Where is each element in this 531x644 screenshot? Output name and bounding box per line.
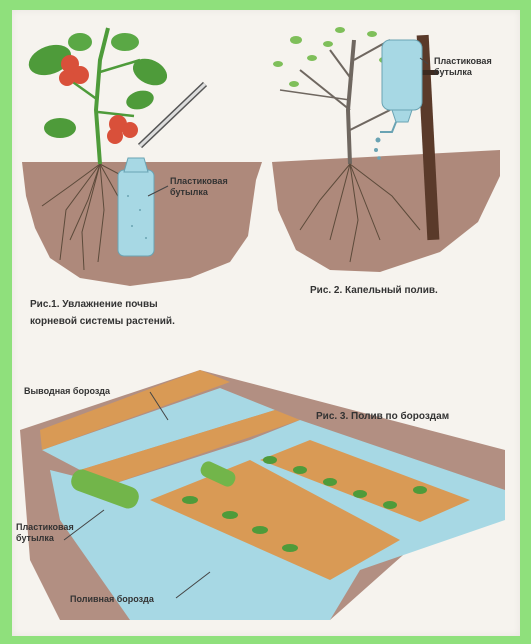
figure2-leaves — [273, 27, 389, 87]
figure2-bottle-label-line2: бутылка — [434, 67, 492, 78]
figure3-bottle-label-line2: бутылка — [16, 533, 74, 544]
tree-icon — [280, 40, 390, 164]
figure1-illustration — [22, 28, 262, 286]
figure1-bottle-label-line2: бутылка — [170, 187, 228, 198]
figure1-bottle-label-line1: Пластиковая — [170, 176, 228, 187]
figure1-caption-line2: корневой системы растений. — [30, 313, 175, 330]
tomato-plant-icon — [25, 28, 172, 164]
figure3-bottle-label: Пластиковая бутылка — [16, 522, 74, 544]
figure1-caption-line1: Рис.1. Увлажнение почвы — [30, 296, 175, 313]
figure1-caption: Рис.1. Увлажнение почвы корневой системы… — [30, 296, 175, 330]
figure2-caption: Рис. 2. Капельный полив. — [310, 282, 438, 299]
figure3-bottle-label-line1: Пластиковая — [16, 522, 74, 533]
plastic-bottle-icon — [380, 40, 422, 132]
figure2-bottle-label: Пластиковая бутылка — [434, 56, 492, 78]
figure3-caption: Рис. 3. Полив по бороздам — [316, 408, 449, 425]
figure2-soil — [272, 150, 500, 272]
irrigation-furrow-label: Поливная борозда — [70, 594, 154, 605]
figure2-bottle-label-line1: Пластиковая — [434, 56, 492, 67]
outlet-furrow-label: Выводная борозда — [24, 386, 110, 397]
figure1-bottle-label: Пластиковая бутылка — [170, 176, 228, 198]
